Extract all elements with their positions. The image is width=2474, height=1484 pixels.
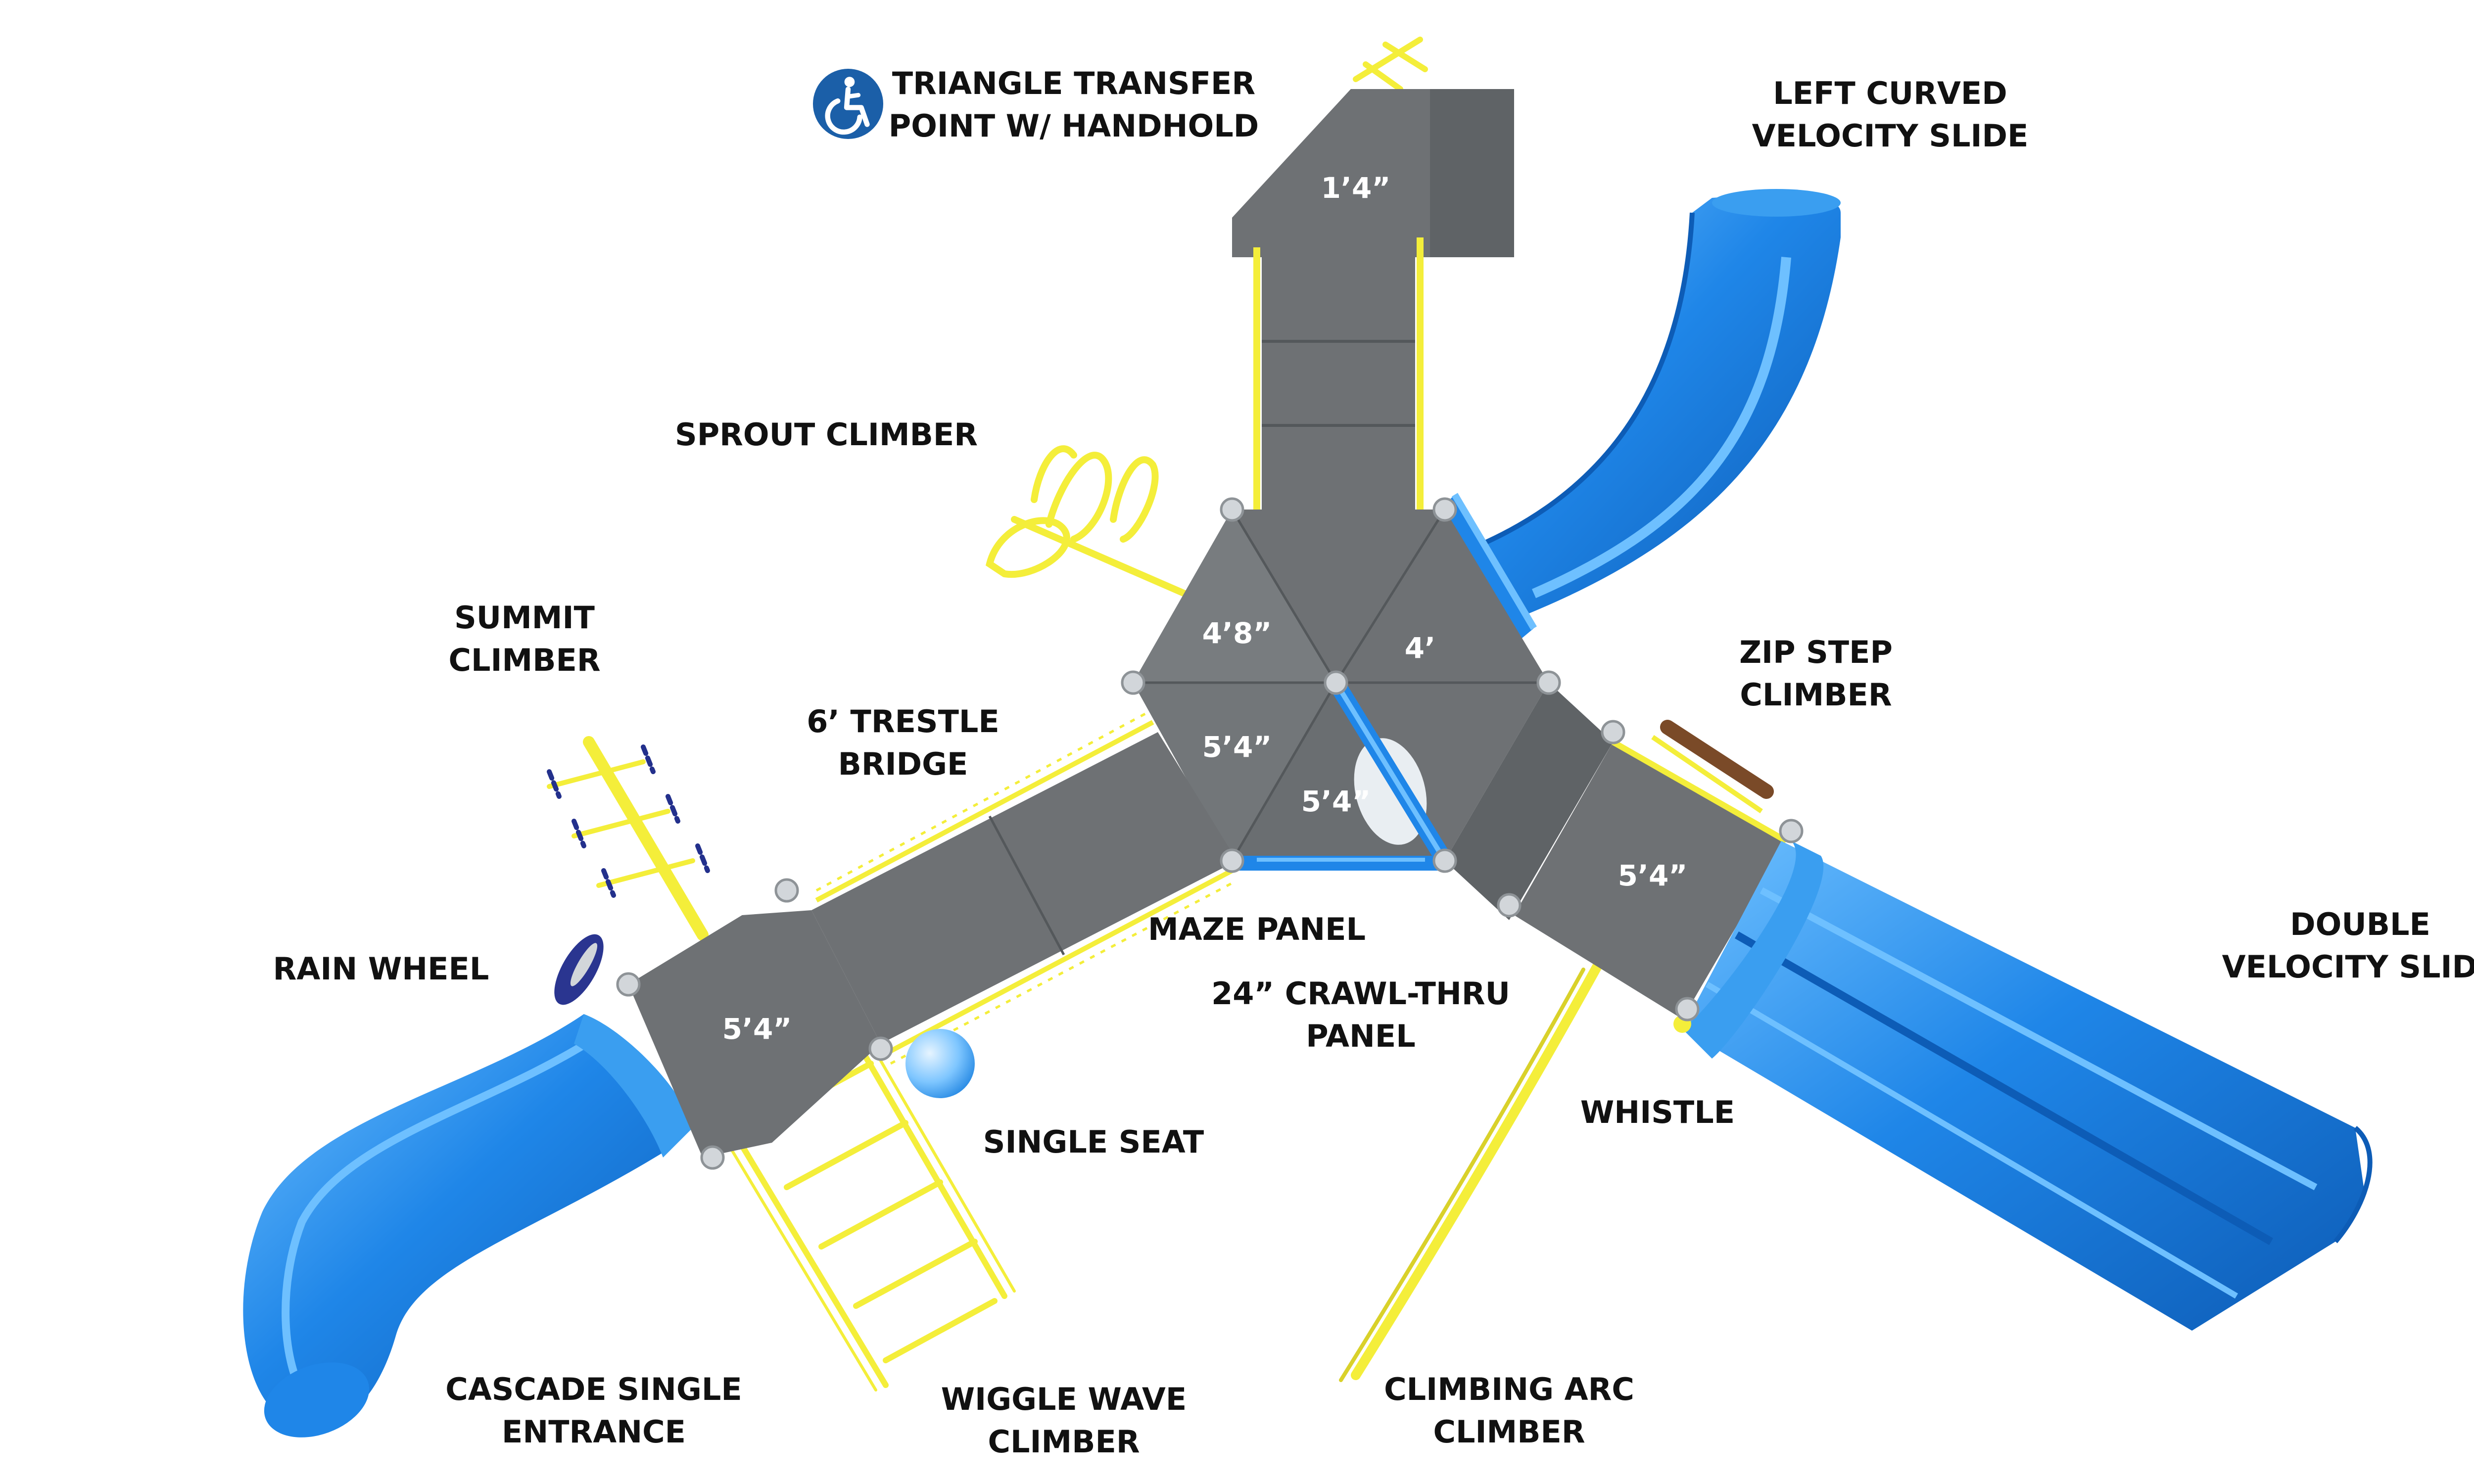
label-whistle: WHISTLE (1580, 1094, 1735, 1130)
label-crawl-thru-panel: 24” CRAWL-THRU PANEL (1211, 975, 1510, 1054)
label-triangle-transfer: TRIANGLE TRANSFER POINT W/ HANDHOLD (888, 65, 1259, 144)
label-rain-wheel: RAIN WHEEL (273, 951, 489, 987)
label-cascade-single-entrance: CASCADE SINGLE ENTRANCE (445, 1371, 742, 1450)
trestle-bridge-graphic (811, 711, 1238, 1065)
left-deck: 5’4” (628, 910, 881, 1158)
height-hex-upper-left: 4’8” (1202, 616, 1272, 650)
label-sprout-climber: SPROUT CLIMBER (675, 417, 978, 453)
summit-climber (547, 736, 710, 941)
label-trestle-bridge: 6’ TRESTLE BRIDGE (807, 703, 999, 782)
right-deck: 5’4” (1514, 739, 1788, 1019)
sprout-climber (986, 445, 1211, 607)
label-single-seat: SINGLE SEAT (983, 1124, 1204, 1160)
hex-deck: 4’8” 4’ 5’4” 5’4” (1133, 509, 1549, 871)
double-velocity-slide (1682, 841, 2373, 1331)
transfer-tower: 1’4” (1232, 89, 1514, 510)
height-hex-right: 4’ (1405, 631, 1435, 665)
label-zip-step-climber: ZIP STEP CLIMBER (1739, 634, 1893, 713)
label-climbing-arc-climber: CLIMBING ARC CLIMBER (1384, 1371, 1634, 1450)
label-wiggle-wave-climber: WIGGLE WAVE CLIMBER (941, 1381, 1187, 1460)
height-left-deck: 5’4” (722, 1012, 792, 1046)
accessible-wheelchair-icon (812, 68, 884, 139)
zip-step-climber (1651, 720, 1774, 814)
right-connector (1445, 683, 1613, 920)
label-summit-climber: SUMMIT CLIMBER (448, 600, 601, 678)
label-maze-panel: MAZE PANEL (1147, 911, 1366, 947)
label-left-curved-velocity-slide: LEFT CURVED VELOCITY SLIDE (1752, 75, 2029, 154)
height-top-tower: 1’4” (1321, 171, 1391, 205)
cascade-single-entrance (243, 1014, 693, 1438)
height-hex-lower-mid: 5’4” (1301, 785, 1371, 818)
height-right-deck: 5’4” (1618, 859, 1688, 892)
maze-panel-graphic (1329, 678, 1452, 865)
height-hex-lower-left: 5’4” (1202, 730, 1272, 764)
transfer-handhold (1353, 37, 1428, 92)
post-caps (616, 497, 1804, 1170)
climbing-arc-climber (1339, 960, 1603, 1382)
single-seat-graphic (905, 1029, 975, 1098)
rain-wheel-graphic (554, 934, 604, 1005)
label-double-velocity-slide: DOUBLE VELOCITY SLIDE (2222, 906, 2474, 985)
